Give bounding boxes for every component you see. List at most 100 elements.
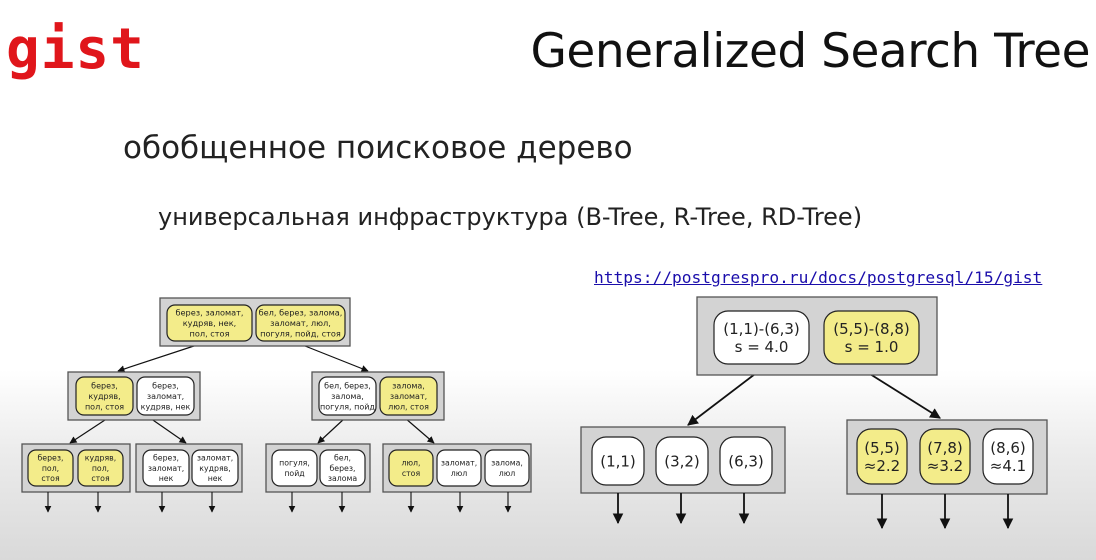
r-root-entry-label: (1,1)-(6,3) [723,320,800,338]
rd-leaf-entry-label: стоя [91,474,110,483]
r-leaf-entry: (3,2) [655,436,709,486]
rd-level1-entry-box [136,376,195,416]
rd-edge-l1a-leaf1 [69,417,109,444]
rd-leaf-entry: заломат,люл [436,449,482,487]
r-leaf-entry: (7,8)≈3.2 [919,428,971,485]
r-edge-root-left [687,373,756,426]
rd-leaf-entry-box [436,449,482,487]
rd-level1-entry-label: берез, [91,381,118,390]
rd-leaf-entry-box [271,449,318,487]
rd-leaf-entry-label: люл [451,469,468,478]
rd-leaf-entry-label: пойд [284,469,304,478]
rd-edge-l1b-leaf2 [149,417,187,444]
r-leaf-entry-label: ≈2.2 [864,457,900,475]
rd-leaf-entry-label: пол, [92,464,109,473]
rd-leaf-entry: залома,люл [484,449,530,487]
rd-leaf-entry: люл,стоя [388,449,434,487]
r-leaf-entry-box [982,428,1034,485]
rd-leaf-entry-box [191,449,239,487]
rd-edge-root-left [117,343,201,373]
r-leaf-entry: (6,3) [719,436,773,486]
rd-level1-entry-label: кудряв, нек [141,402,191,411]
rd-leaf-entry-label: кудряв, [199,464,230,473]
slide-description: универсальная инфраструктура (B-Tree, R-… [158,203,863,231]
rd-leaf-entry-label: нек [208,474,223,483]
rd-root-entry: бел, берез, залома,заломат, люл,погуля, … [255,304,346,342]
r-root-entry-box [713,310,810,365]
rd-leaf-entry-label: нек [159,474,174,483]
rd-level1-entry-label: кудряв, [88,392,120,401]
rd-leaf-entry-label: залома [328,474,358,483]
rd-leaf-entry: берез,пол,стоя [27,449,74,487]
rd-level1-entry-label: берез, [152,381,179,390]
rd-leaf-entry-label: люл, [401,459,420,468]
r-leaf-entry-box [655,436,709,486]
r-leaf-entry-label: (6,3) [728,452,764,470]
rd-leaf-entry-box [319,449,366,487]
r-root-entry-label: (5,5)-(8,8) [833,320,910,338]
r-leaf-entry-box [591,436,645,486]
rd-level1-entry: бел, берез, залома,погуля, пойд [318,376,377,416]
rd-edge-l1c-leaf3 [317,417,346,444]
r-leaf-entry-label: (5,5) [864,439,900,457]
rd-leaf-entry-label: стоя [402,469,421,478]
rd-leaf-entry: берез,заломат,нек [142,449,190,487]
rd-level1-entry-label: погуля, пойд [320,402,375,411]
rd-level1-entry-label: люл, стоя [388,402,429,411]
rd-leaf-entry: погуля,пойд [271,449,318,487]
r-leaf-entry-label: ≈3.2 [927,457,963,475]
rd-leaf-entry: кудряв,пол,стоя [77,449,124,487]
rd-root-entry-label: кудряв, нек, [183,318,237,328]
r-leaf-entry-label: ≈4.1 [990,457,1026,475]
rd-leaf-entry-label: заломат, [441,459,477,468]
rd-level1-entry-box [318,376,377,416]
rd-level1-entry-label: заломат, [390,392,427,401]
slide-title: Generalized Search Tree [530,24,1091,79]
r-leaf-entry-label: (3,2) [664,452,700,470]
r-root-entry-box [823,310,920,365]
rd-leaf-entry-label: берез, [153,454,179,463]
rd-leaf-entry-label: стоя [41,474,60,483]
rd-leaf-entry-label: заломат, [148,464,184,473]
rd-level1-entry-label: залома, [331,392,364,401]
rd-leaf-entry: бел,берез,залома [319,449,366,487]
rd-leaf-entry-label: залома, [491,459,523,468]
rd-level1-entry-label: пол, стоя [85,402,124,411]
r-root-entry-label: s = 4.0 [735,338,789,356]
rd-root-entry-label: берез, заломат, [175,307,243,317]
rd-root-entry-label: пол, стоя [189,328,229,338]
rd-leaf-entry-label: заломат, [197,454,233,463]
rd-leaf-entry-box [484,449,530,487]
rd-level1-entry-box [75,376,134,416]
rd-leaf-entry: заломат,кудряв,нек [191,449,239,487]
rd-level1-entry-label: бел, берез, [324,381,371,390]
rd-leaf-entry-label: люл [499,469,516,478]
rd-root-entry-label: бел, берез, залома, [259,307,343,317]
r-edge-root-right [869,373,941,419]
rd-root-entry: берез, заломат,кудряв, нек,пол, стоя [166,304,253,342]
rd-level1-entry: берез, кудряв,пол, стоя [75,376,134,416]
rd-leaf-entry-label: кудряв, [85,454,116,463]
r-leaf-entry-box [919,428,971,485]
r-leaf-entry: (5,5)≈2.2 [856,428,908,485]
rd-leaf-entry-label: берез, [38,454,64,463]
gist-logo: gist [6,17,145,82]
rd-root-entry-box [255,304,346,342]
rd-leaf-entry-label: пол, [42,464,59,473]
rd-leaf-entry-box [388,449,434,487]
rd-level1-entry: берез,заломат,кудряв, нек [136,376,195,416]
rd-leaf-entry-box [27,449,74,487]
r-leaf-entry-label: (7,8) [927,439,963,457]
rd-level1-entry-label: залома, [392,381,425,390]
rd-root-entry-box [166,304,253,342]
r-root-entry: (1,1)-(6,3)s = 4.0 [713,310,810,365]
rd-leaf-entry-label: берез, [330,464,356,473]
r-leaf-entry-box [719,436,773,486]
r-leaf-entry-box [856,428,908,485]
rd-root-entry-label: погуля, пойд, стоя [260,328,341,338]
r-leaf-entry: (1,1) [591,436,645,486]
r-root-entry: (5,5)-(8,8)s = 1.0 [823,310,920,365]
documentation-link[interactable]: https://postgrespro.ru/docs/postgresql/1… [594,268,1043,287]
